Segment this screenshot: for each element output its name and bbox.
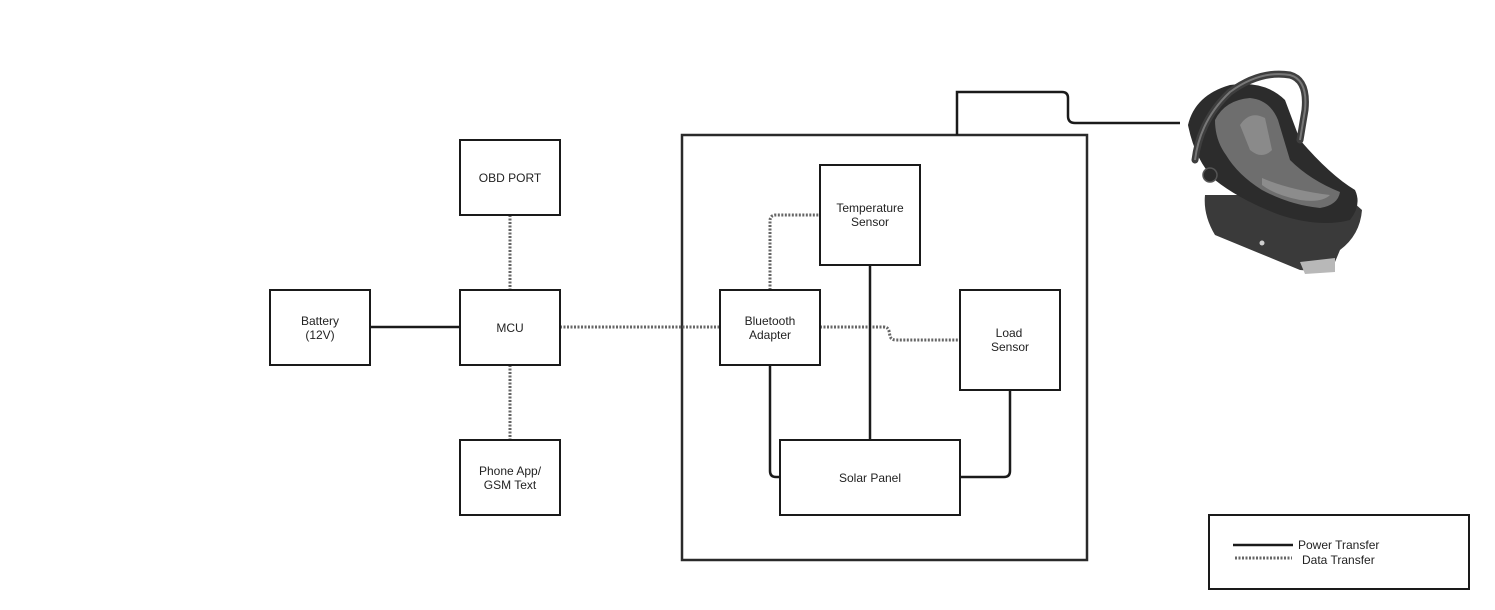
battery-label-line2: (12V) [305, 328, 334, 342]
node-obd-port: OBD PORT [459, 139, 561, 216]
car-seat-connector [955, 90, 1180, 135]
edge-load-solar [960, 390, 1012, 479]
car-seat-image [1188, 70, 1362, 274]
legend-power-label: Power Transfer [1298, 538, 1379, 552]
load-sensor-label-line1: Load [996, 326, 1023, 340]
edge-bluetooth-temperature [768, 213, 820, 290]
seat-module-enclosure [680, 133, 1089, 562]
bluetooth-adapter-label-line1: Bluetooth [745, 314, 796, 328]
temperature-sensor-label-line1: Temperature [836, 201, 904, 215]
legend-box [1208, 514, 1470, 590]
node-mcu: MCU [459, 289, 561, 366]
legend-data-label: Data Transfer [1302, 553, 1375, 567]
node-solar-panel: Solar Panel [779, 439, 961, 516]
obd-port-label: OBD PORT [479, 171, 542, 185]
node-bluetooth-adapter: Bluetooth Adapter [719, 289, 821, 366]
mcu-label: MCU [496, 321, 523, 335]
legend: Power Transfer Data Transfer [1208, 514, 1470, 590]
battery-label-line1: Battery [301, 314, 339, 328]
edge-bluetooth-solar [768, 365, 780, 479]
temperature-sensor-label-line2: Sensor [851, 215, 889, 229]
node-phone-app: Phone App/ GSM Text [459, 439, 561, 516]
load-sensor-label-line2: Sensor [991, 340, 1029, 354]
edge-bluetooth-load [820, 325, 960, 342]
node-load-sensor: Load Sensor [959, 289, 1061, 391]
phone-app-label-line2: GSM Text [484, 478, 537, 492]
solar-panel-label: Solar Panel [839, 471, 901, 485]
node-battery: Battery (12V) [269, 289, 371, 366]
bluetooth-adapter-label-line2: Adapter [749, 328, 791, 342]
phone-app-label-line1: Phone App/ [479, 464, 542, 478]
node-temperature-sensor: Temperature Sensor [819, 164, 921, 266]
